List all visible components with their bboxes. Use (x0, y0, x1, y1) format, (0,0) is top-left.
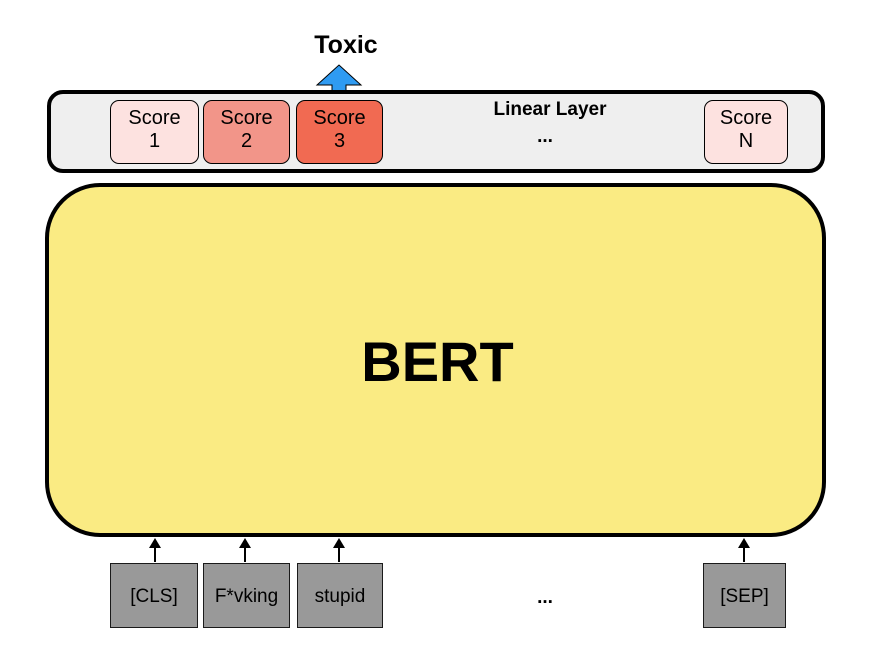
score-box-n: Score N (704, 100, 788, 164)
score-index: 2 (240, 130, 253, 152)
tokens-ellipsis: ... (537, 587, 553, 608)
token-stupid: stupid (297, 563, 383, 628)
score-word: Score (220, 107, 273, 129)
bert-box (45, 183, 826, 537)
score-word: Score (313, 107, 366, 129)
token-cls: [CLS] (110, 563, 198, 628)
score-box-1: Score 1 (110, 100, 199, 164)
score-word: Score (719, 107, 773, 129)
bert-label: BERT (361, 330, 514, 393)
token-fvking: F*vking (203, 563, 290, 628)
score-box-2: Score 2 (203, 100, 290, 164)
output-label: Toxic (314, 31, 378, 59)
linear-layer-ellipsis: ... (537, 126, 553, 147)
linear-layer-title: Linear Layer (493, 99, 607, 120)
score-index: 3 (333, 130, 346, 152)
input-arrows (149, 538, 750, 562)
score-word: Score (128, 107, 181, 129)
token-sep: [SEP] (703, 563, 786, 628)
score-index: N (738, 130, 754, 152)
score-index: 1 (148, 130, 161, 152)
score-box-3: Score 3 (296, 100, 383, 164)
